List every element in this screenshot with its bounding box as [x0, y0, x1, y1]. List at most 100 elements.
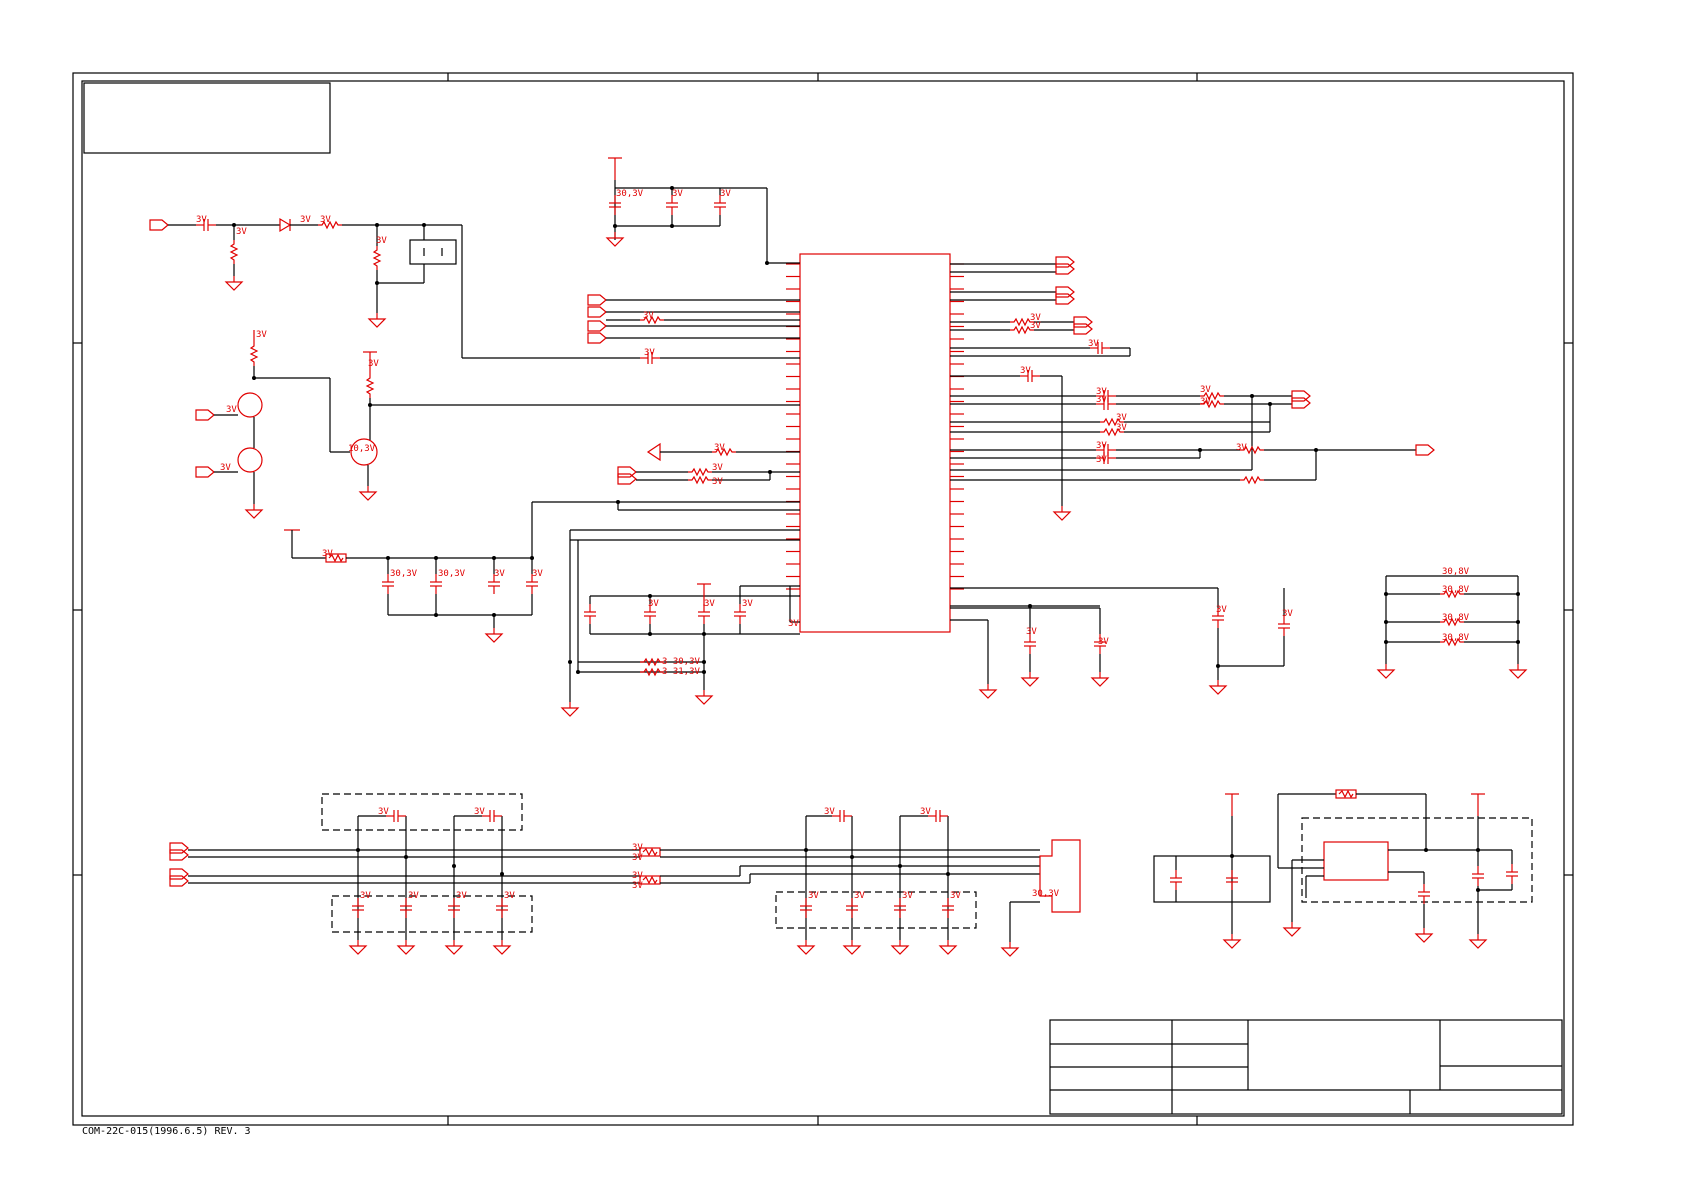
ground-icon: [843, 939, 861, 955]
input-port-icon: [195, 409, 215, 421]
transistor-icon: [350, 438, 378, 466]
svg-text:3V: 3V: [1030, 321, 1041, 331]
ground-icon: [939, 939, 957, 955]
right-outputs: 3V 3V 3V 3V 3V 3V 3V 3V 3V 3V 3V 3V 3V: [950, 256, 1435, 521]
cap-value-label: 3V: [408, 891, 419, 901]
svg-text:3V: 3V: [648, 599, 659, 609]
cap-value-label: 3V: [808, 891, 819, 901]
transistor-icon: [237, 392, 263, 418]
ground-icon: [445, 939, 463, 955]
input-port-icon: [617, 466, 637, 485]
power-filter-bank: 3V 30,3V 30,3V 3V 3V: [284, 500, 800, 643]
svg-text:3V: 3V: [742, 599, 753, 609]
ground-icon: [397, 939, 415, 955]
junction-dot: [946, 872, 950, 876]
capacitor-icon: [481, 809, 503, 823]
svg-text:3V: 3V: [714, 443, 725, 453]
svg-text:3V: 3V: [320, 215, 331, 225]
svg-text:30,8V: 30,8V: [1442, 613, 1470, 623]
junction-dot: [452, 864, 456, 868]
svg-text:30,8V: 30,8V: [1442, 633, 1470, 643]
svg-text:3V: 3V: [788, 619, 799, 629]
input-port-icon: [169, 842, 189, 861]
input-filter-network: 3V 3V 3V 3V 3V 3V: [149, 215, 800, 365]
ground-icon: [1001, 941, 1019, 957]
svg-text:3V: 3V: [220, 463, 231, 473]
svg-text:3V: 3V: [1282, 609, 1293, 619]
svg-text:3V: 3V: [712, 477, 723, 487]
ground-icon: [695, 689, 713, 705]
output-port-icon: [1291, 390, 1311, 409]
junction-dot: [500, 872, 504, 876]
svg-text:3V: 3V: [1096, 455, 1107, 465]
svg-text:3V: 3V: [1030, 313, 1041, 323]
output-port-icon: [1415, 444, 1435, 456]
cap-value-label: 3V: [456, 891, 467, 901]
ground-icon: [1377, 663, 1395, 679]
svg-text:3V: 3V: [236, 227, 247, 237]
junction-dot: [804, 848, 808, 852]
ground-icon: [891, 939, 909, 955]
svg-text:30,3V: 30,3V: [616, 189, 644, 199]
junction-dot: [404, 855, 408, 859]
svg-text:3V: 3V: [1098, 637, 1109, 647]
ground-icon: [1469, 933, 1487, 949]
svg-text:3V: 3V: [300, 215, 311, 225]
svg-text:3 31,3V: 3 31,3V: [662, 667, 701, 677]
mid-left-network: 3V 3V 3V: [617, 442, 800, 487]
ground-icon: [359, 485, 377, 501]
svg-text:3V: 3V: [644, 348, 655, 358]
svg-text:30,8V: 30,8V: [1442, 567, 1470, 577]
svg-text:3V: 3V: [368, 359, 379, 369]
ground-icon: [1415, 927, 1433, 943]
svg-text:3V: 3V: [226, 405, 237, 415]
cap-value-label: 3V: [824, 807, 835, 817]
svg-text:3V: 3V: [1026, 627, 1037, 637]
svg-text:3V: 3V: [1020, 366, 1031, 376]
input-port-icon: [587, 294, 607, 306]
power-rail-icon: [607, 157, 623, 181]
top-decoupling-caps: 30,3V 3V 3V: [606, 157, 800, 265]
input-port-icon: [195, 466, 215, 478]
power-rail-icon: [1470, 793, 1486, 817]
junction-dot: [898, 864, 902, 868]
capacitor-icon: [927, 809, 949, 823]
svg-text:30,8V: 30,8V: [1442, 585, 1470, 595]
drawing-frame: [72, 72, 1574, 1126]
svg-text:3V: 3V: [1088, 339, 1099, 349]
svg-text:3 30,3V: 3 30,3V: [662, 657, 701, 667]
svg-text:3V: 3V: [632, 843, 643, 853]
transistor-icon: [237, 447, 263, 473]
cap-value-label: 3V: [920, 807, 931, 817]
svg-text:3V: 3V: [1096, 387, 1107, 397]
cap-value-label: 3V: [378, 807, 389, 817]
regulator-circuit: [1153, 789, 1533, 949]
main-ic-chip: [786, 253, 964, 633]
svg-text:3V: 3V: [1216, 605, 1227, 615]
ground-icon: [1053, 505, 1071, 521]
ground-icon: [1223, 933, 1241, 949]
regulator-ic-icon: [1323, 841, 1389, 881]
lower-ic-caps: 3V 3V 3V 3V 3 30,3V 3 31,3V: [561, 529, 800, 717]
npn-transistor-stage: 3V 10,3V: [348, 351, 800, 501]
cap-value-label: 3V: [854, 891, 865, 901]
cap-value-label: 3V: [360, 891, 371, 901]
svg-text:3V: 3V: [1200, 397, 1211, 407]
shield-box: [331, 895, 533, 933]
ground-icon: [797, 939, 815, 955]
shield-box: [321, 793, 523, 831]
crystal-icon: [409, 239, 457, 265]
far-right-resistor-network: 30,8V 30,8V 30,8V 30,8V: [1377, 567, 1527, 679]
ground-icon: [979, 683, 997, 699]
input-port-icon: [169, 868, 189, 887]
input-port-icon: [149, 219, 169, 231]
cap-value-label: 3V: [474, 807, 485, 817]
svg-text:3V: 3V: [1236, 443, 1247, 453]
svg-text:3V: 3V: [720, 189, 731, 199]
svg-text:30,3V: 30,3V: [438, 569, 466, 579]
capacitor-icon: [385, 809, 407, 823]
common-mode-choke-icon: [639, 847, 661, 857]
connector-icon: [1039, 839, 1081, 913]
svg-text:3V: 3V: [704, 599, 715, 609]
